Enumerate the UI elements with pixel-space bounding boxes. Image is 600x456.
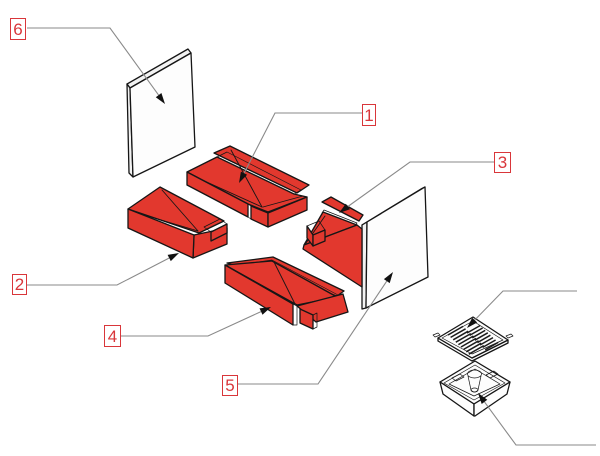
callout-label-2: 2 — [12, 274, 27, 295]
brick4-notch-strip-right — [312, 312, 318, 330]
arrow-4 — [259, 307, 271, 315]
brick4-notch-strip-left — [292, 303, 298, 326]
brick2-top-face — [127, 186, 225, 234]
leader-grate — [474, 290, 577, 321]
brick3-tab-face — [312, 229, 326, 247]
grate-slots — [447, 324, 499, 355]
pan-floor-edge — [448, 368, 501, 397]
callout-label-6: 6 — [10, 18, 26, 40]
arrow-grate — [467, 317, 478, 328]
leader-1 — [243, 112, 362, 174]
brick1-front-right-face — [267, 196, 308, 228]
leader-lines — [27, 27, 596, 446]
arrow-2 — [167, 253, 179, 262]
pan-funnel-base — [470, 387, 479, 393]
firebrick-2 — [127, 186, 228, 259]
leader-2 — [27, 257, 170, 286]
leader-4 — [120, 311, 262, 337]
brick1-crease — [262, 195, 304, 208]
brick1-crease — [230, 149, 263, 208]
callout-label-5: 5 — [222, 375, 238, 396]
left-side-panel — [126, 48, 196, 178]
right-panel-face — [365, 186, 429, 309]
brick2-front-face — [127, 208, 195, 259]
pan-right-wall — [473, 381, 511, 417]
brick2-crease — [161, 189, 199, 232]
ash-pan — [439, 360, 511, 417]
arrow-5 — [383, 272, 393, 284]
arrow-6 — [155, 93, 165, 104]
callout-label-1: 1 — [362, 104, 376, 126]
fire-grate — [432, 316, 514, 362]
firebrick-4 — [224, 256, 349, 330]
leader-3 — [347, 161, 494, 207]
firebrick-1 — [186, 145, 310, 228]
grate-right-nub — [505, 333, 514, 339]
pan-funnel-top — [467, 369, 482, 379]
callout-label-4: 4 — [104, 325, 121, 347]
leader-5 — [238, 280, 388, 385]
leader-6 — [27, 27, 160, 96]
arrow-1 — [239, 171, 248, 183]
leader-ash-pan — [484, 401, 596, 446]
brick2-tab-face — [210, 223, 228, 242]
right-side-panel — [361, 186, 429, 310]
firebrick-3 — [302, 196, 364, 288]
arrow-ash-pan — [478, 393, 488, 404]
left-panel-face — [129, 52, 196, 178]
pan-floor-slot-right — [485, 370, 499, 379]
callout-label-3: 3 — [494, 152, 511, 173]
arrowheads — [155, 93, 488, 404]
arrow-3 — [339, 203, 350, 213]
brick4-crease — [273, 261, 296, 305]
grate-left-nub — [432, 332, 441, 338]
pan-floor-slot-left — [451, 373, 465, 382]
